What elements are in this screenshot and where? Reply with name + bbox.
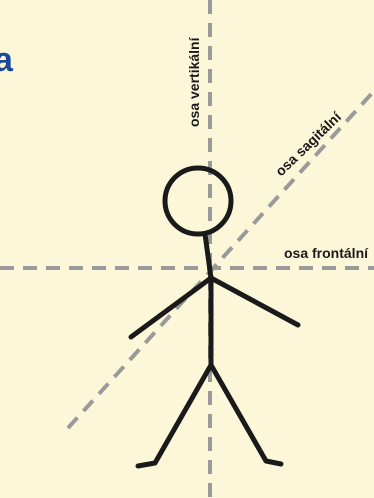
frontal-axis-label: osa frontální xyxy=(284,245,369,261)
figure-neck xyxy=(202,231,214,281)
vertical-axis-label: osa vertikální xyxy=(186,36,202,127)
figure-left-arm xyxy=(128,275,214,340)
stick-figure xyxy=(128,165,301,469)
heading-fragment: a xyxy=(0,41,14,79)
sagittal-axis-line xyxy=(66,89,374,430)
figure-left-leg xyxy=(135,362,214,469)
figure-right-leg xyxy=(208,362,284,467)
figure-head xyxy=(162,165,234,237)
sagittal-axis-label: osa sagitální xyxy=(272,108,345,179)
figure-right-arm xyxy=(208,275,301,328)
